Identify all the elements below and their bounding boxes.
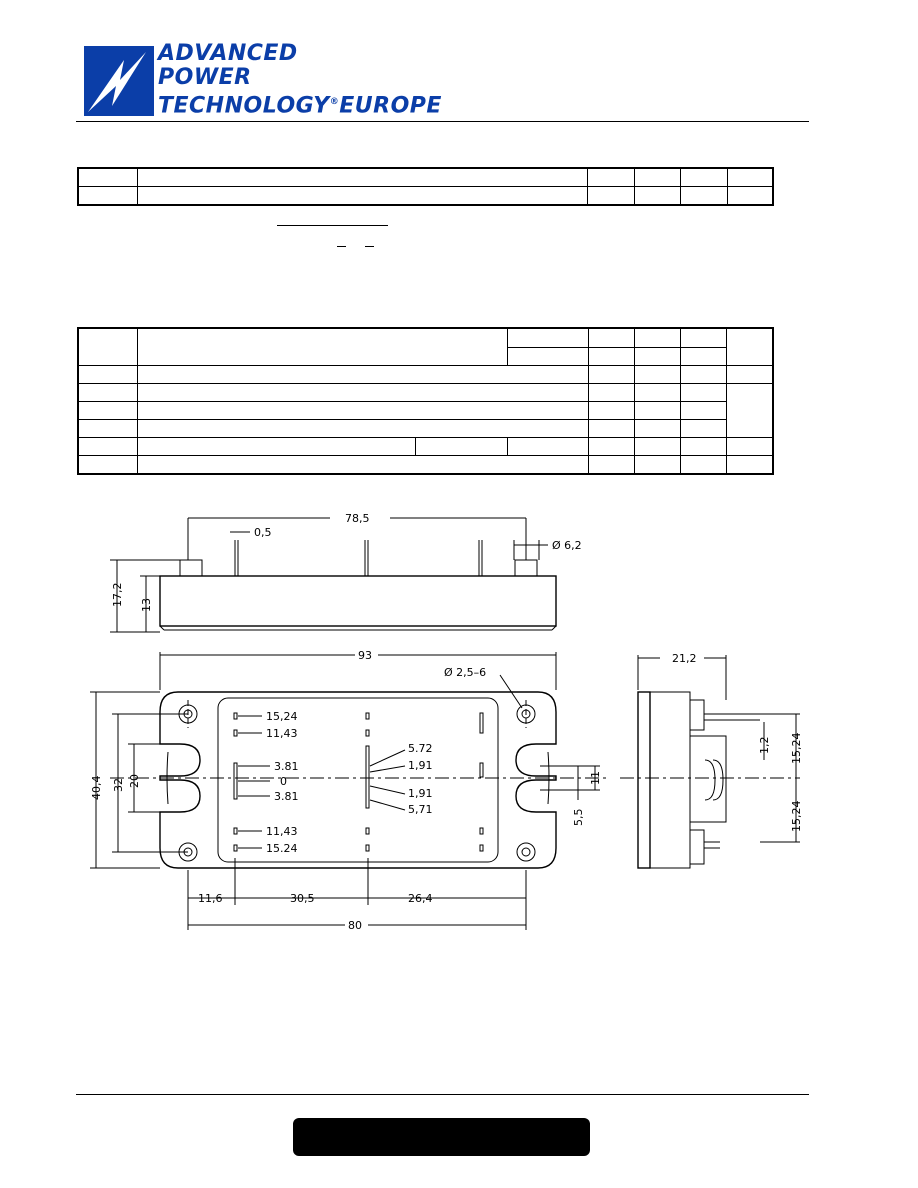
table-row xyxy=(77,383,774,438)
dim-label: 32 xyxy=(112,778,125,792)
top-view xyxy=(90,652,608,930)
table-row xyxy=(78,346,773,366)
dim-label: 0,5 xyxy=(254,526,272,539)
pin-label: 1,91 xyxy=(408,787,433,800)
dim-label: 11 xyxy=(589,771,602,785)
dim-label: 11,6 xyxy=(198,892,223,905)
pin-label: 15.24 xyxy=(266,842,298,855)
pin-label: 15,24 xyxy=(266,710,298,723)
pin-label: 0 xyxy=(280,775,287,788)
dim-label: 26,4 xyxy=(408,892,433,905)
pin-label: 11,43 xyxy=(266,727,298,740)
footer-rule xyxy=(76,1094,809,1095)
table-row xyxy=(77,401,773,420)
brand-line-3: TECHNOLOGY xyxy=(158,93,330,119)
dim-label: 17,2 xyxy=(111,583,124,608)
dim-label: 15,24 xyxy=(790,733,803,765)
table-row xyxy=(77,437,774,456)
dim-label: 30,5 xyxy=(290,892,315,905)
pin-label: 5,71 xyxy=(408,803,433,816)
dim-label: 20 xyxy=(128,774,141,788)
brand-line-2: POWER xyxy=(158,65,252,90)
dim-label: 93 xyxy=(358,649,372,662)
table-row xyxy=(77,186,774,206)
dim-label: 21,2 xyxy=(672,652,697,665)
table-row xyxy=(77,455,774,475)
table-row xyxy=(77,419,773,438)
footer-black-box xyxy=(293,1118,590,1156)
dimension-labels: 78,5 0,5 Ø 6,2 17,2 13 93 Ø 2,5–6 21,2 1… xyxy=(90,512,803,932)
pin-label: 11,43 xyxy=(266,825,298,838)
brand-line-1: ADVANCED xyxy=(158,41,298,66)
dim-label: 15,24 xyxy=(790,801,803,833)
dim-label: 78,5 xyxy=(345,512,370,525)
dim-label: 5,5 xyxy=(572,809,585,827)
header-rule xyxy=(76,121,809,122)
pin-label: 3.81 xyxy=(274,790,299,803)
spec-table-1 xyxy=(77,167,774,206)
brand-wordmark: ADVANCED POWER TECHNOLOGY®EUROPE xyxy=(158,41,442,119)
pin-label: 5.72 xyxy=(408,742,433,755)
end-view xyxy=(620,655,800,869)
pin-label: 1,91 xyxy=(408,759,433,772)
dim-label: Ø 6,2 xyxy=(552,539,582,552)
side-view xyxy=(110,517,557,633)
table-row xyxy=(77,167,774,187)
company-logo-icon xyxy=(84,46,154,116)
dim-label: Ø 2,5–6 xyxy=(444,666,486,679)
underline-mark xyxy=(337,246,346,247)
dim-label: 80 xyxy=(348,919,362,932)
dim-label: 1,2 xyxy=(758,737,771,755)
dim-label: 13 xyxy=(140,598,153,612)
table-row xyxy=(77,365,774,384)
pin-label: 3.81 xyxy=(274,760,299,773)
underline-mark xyxy=(365,246,374,247)
underline-mark xyxy=(277,225,388,226)
spec-table-2 xyxy=(77,327,774,475)
brand-line-3b: EUROPE xyxy=(339,93,442,119)
dim-label: 40,4 xyxy=(90,776,103,801)
